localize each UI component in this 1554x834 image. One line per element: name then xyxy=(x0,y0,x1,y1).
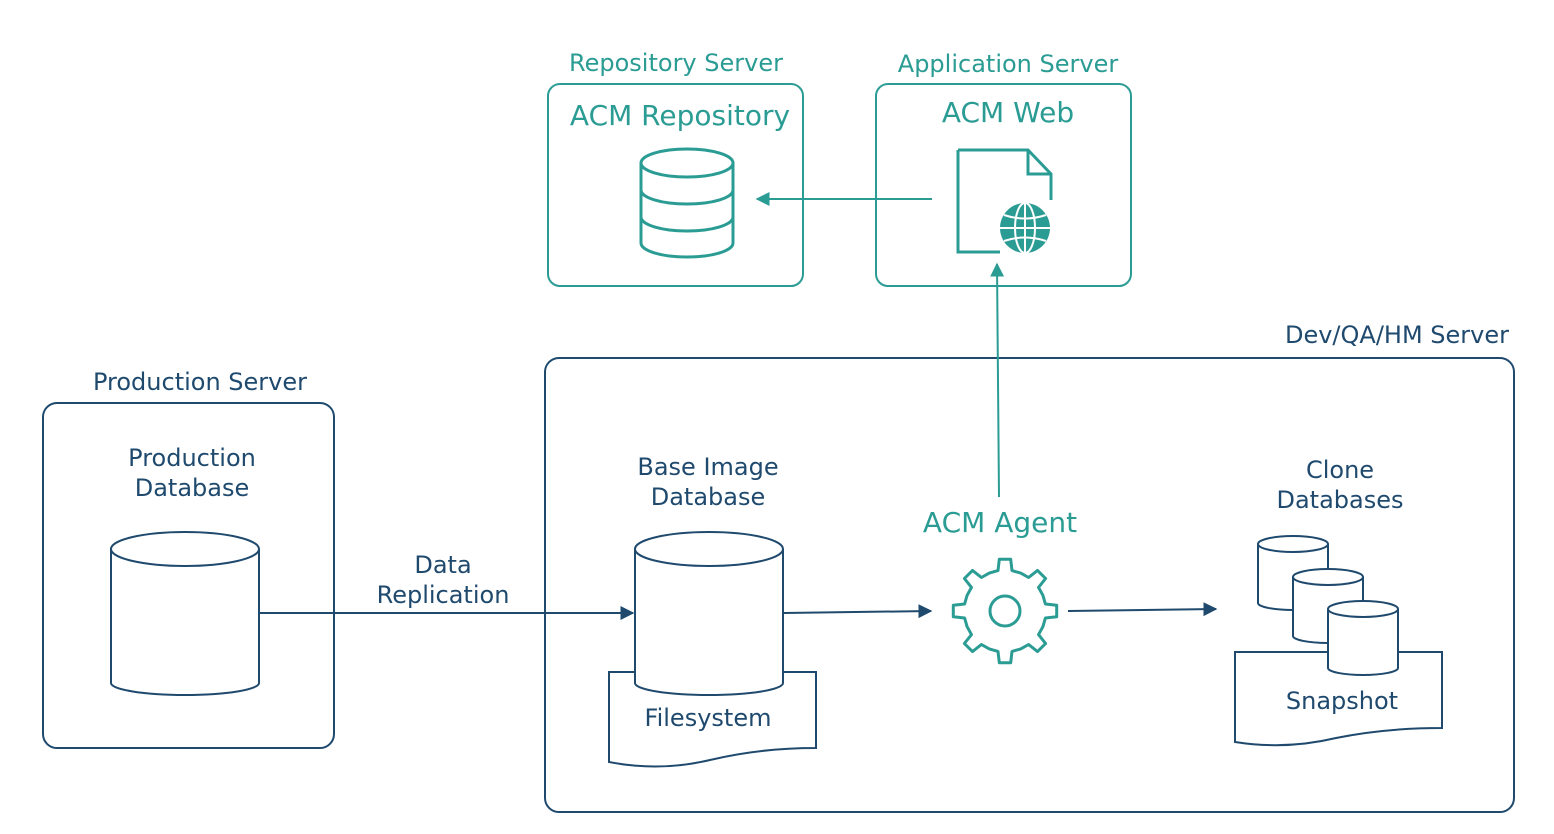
application-server-label: Application Server xyxy=(898,50,1119,78)
base-image-to-agent-arrow xyxy=(783,604,933,619)
base-image-label-line1: Base Image xyxy=(637,453,778,481)
production-server-group: Production Server Production Database xyxy=(42,368,335,749)
globe-icon xyxy=(1000,202,1050,254)
snapshot-label: Snapshot xyxy=(1286,687,1398,715)
clone-databases-label-line2: Databases xyxy=(1276,486,1403,514)
acm-agent-label: ACM Agent xyxy=(923,506,1077,539)
application-server-group: Application Server ACM Web xyxy=(875,50,1132,287)
filesystem-label: Filesystem xyxy=(645,704,772,732)
production-database-label-line1: Production xyxy=(128,444,256,472)
repository-server-box xyxy=(547,83,804,287)
web-document-icon xyxy=(956,148,1053,254)
agent-to-clones-arrow xyxy=(1067,602,1218,617)
filesystem-document: Filesystem xyxy=(608,671,817,768)
gear-icon xyxy=(951,557,1059,665)
dev-server-label: Dev/QA/HM Server xyxy=(1285,321,1509,349)
production-database-label-line2: Database xyxy=(135,474,250,502)
repository-server-label: Repository Server xyxy=(569,49,783,77)
production-server-label: Production Server xyxy=(93,368,307,396)
snapshot-document: Snapshot xyxy=(1234,651,1443,747)
agent-to-web-arrow xyxy=(990,262,1005,498)
base-image-database-cylinder xyxy=(634,531,784,696)
base-image-label-line2: Database xyxy=(651,483,766,511)
dev-server-group: Dev/QA/HM Server Base Image Database Fil… xyxy=(544,321,1515,813)
database-icon xyxy=(639,147,735,259)
acm-repository-title: ACM Repository xyxy=(570,99,790,132)
application-server-box xyxy=(875,83,1132,287)
data-replication-label-line1: Data xyxy=(414,551,471,579)
clone-database-cylinder-3 xyxy=(1327,600,1399,676)
production-database-cylinder xyxy=(110,531,260,696)
clone-databases-label-line1: Clone xyxy=(1306,456,1374,484)
data-replication-label-line2: Replication xyxy=(377,581,510,609)
acm-web-title: ACM Web xyxy=(942,96,1074,129)
repository-server-group: Repository Server ACM Repository xyxy=(547,49,804,287)
